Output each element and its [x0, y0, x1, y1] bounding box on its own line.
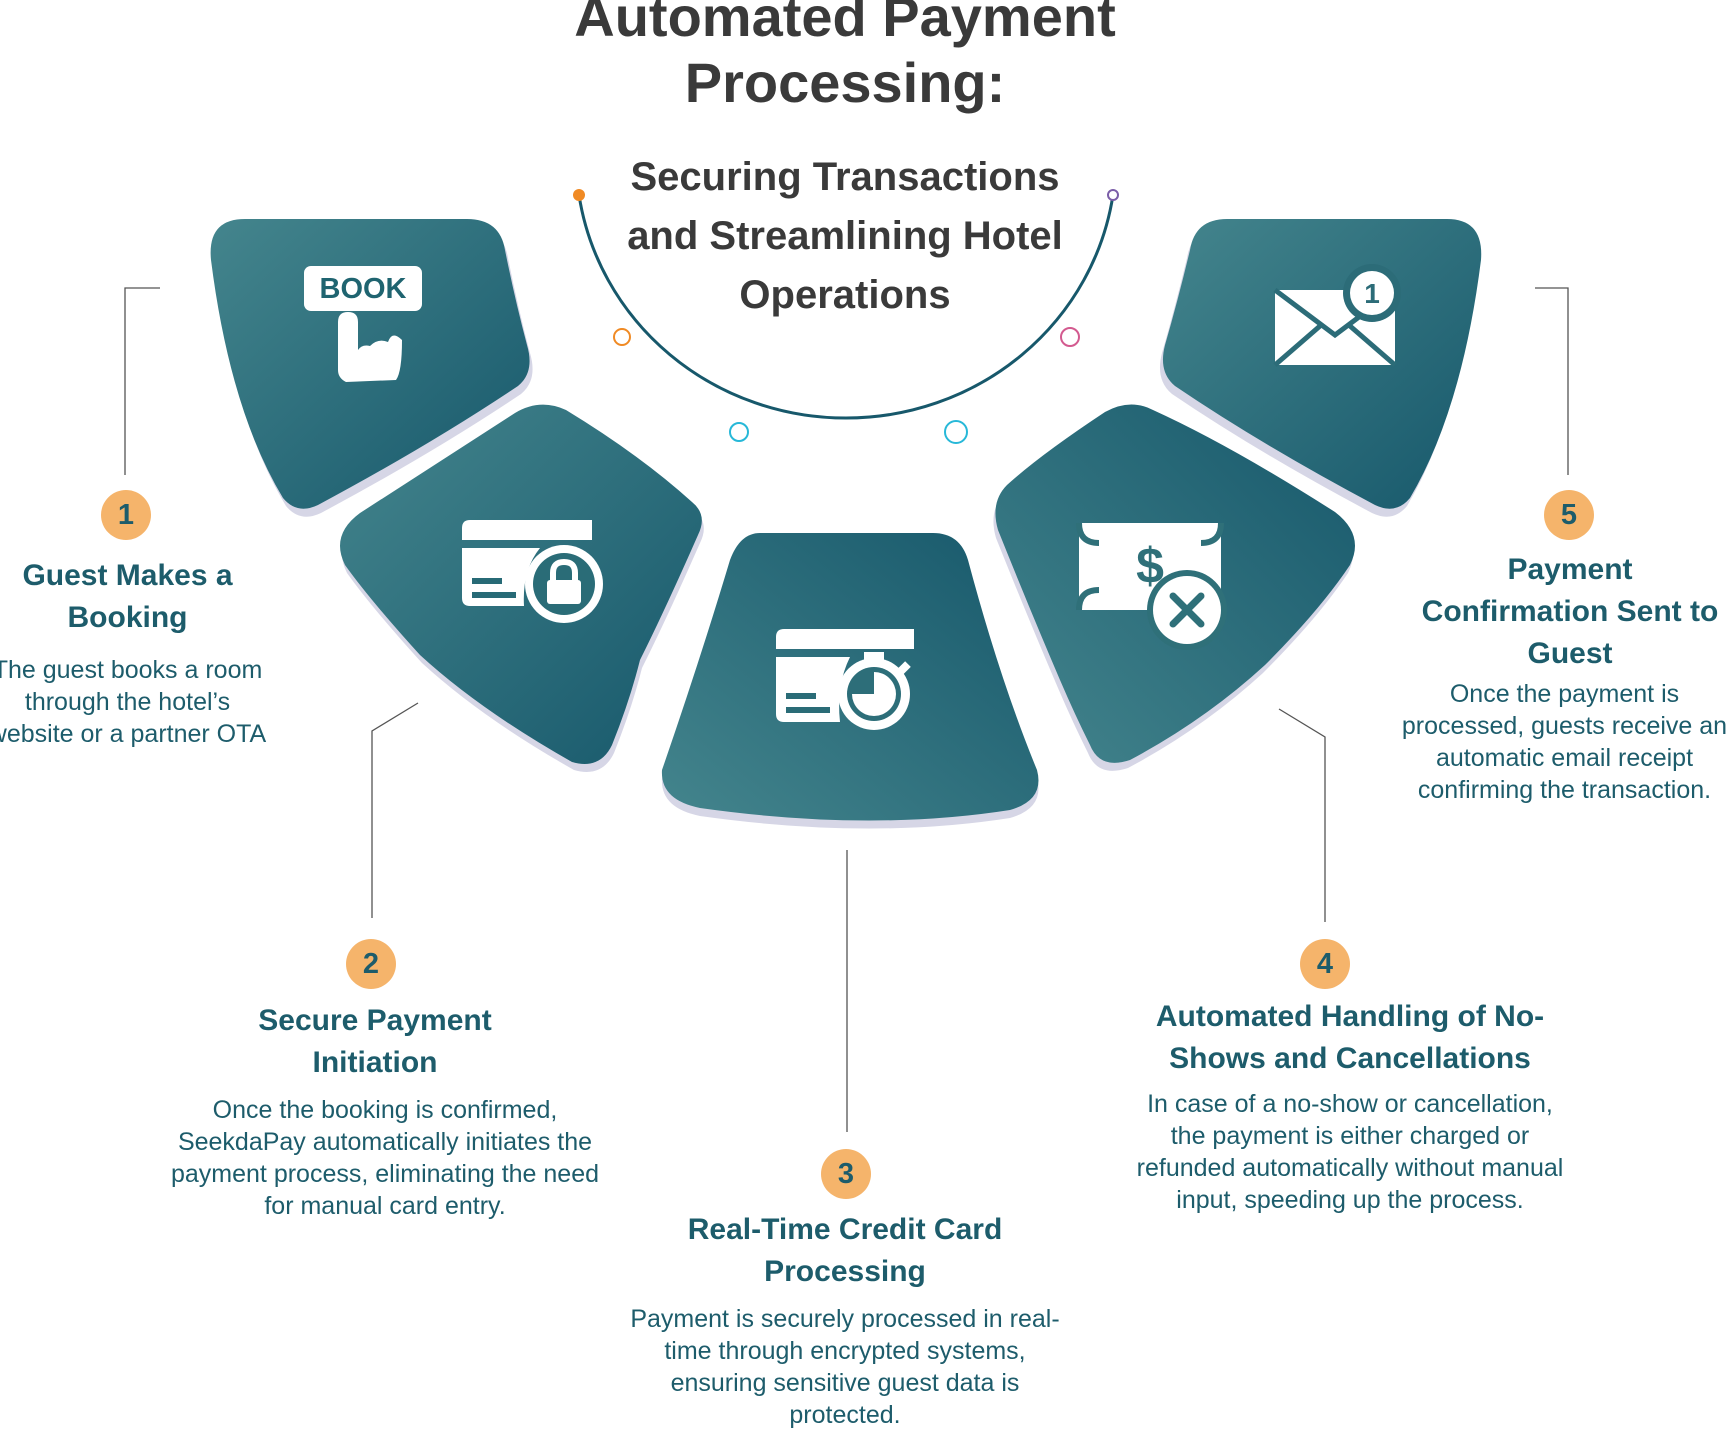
card-stopwatch-icon: [776, 629, 914, 730]
cash-cancel-icon: $: [1076, 522, 1227, 650]
step-title: Payment Confirmation Sent to Guest: [1421, 553, 1719, 670]
step-description: Once the payment is processed, guests re…: [1401, 680, 1728, 804]
arc-dot: [944, 420, 968, 444]
step-description: Payment is securely processed in real-ti…: [630, 1305, 1060, 1429]
notification-count: 1: [1364, 278, 1380, 309]
book-label: BOOK: [320, 273, 407, 305]
step-title: Guest Makes a Booking: [22, 559, 233, 634]
book-button-hand-icon: BOOK: [304, 266, 422, 382]
step-title: Automated Handling of No-Shows and Cance…: [1155, 1000, 1545, 1075]
step-number-badge: 3: [821, 1149, 871, 1199]
main-title: Automated Payment Processing:: [574, 0, 1116, 114]
step-number-badge: 1: [101, 490, 151, 540]
arc-dot: [1107, 189, 1119, 201]
connector-line-2: [371, 702, 419, 918]
step-number-badge: 2: [346, 939, 396, 989]
connector-line-1: [124, 287, 160, 475]
step-tile-2: [340, 404, 704, 772]
step-number-badge: 4: [1300, 939, 1350, 989]
step-description: In case of a no-show or cancellation, th…: [1136, 1090, 1564, 1214]
card-lock-icon: [462, 520, 603, 623]
step-title: Secure Payment Initiation: [258, 1004, 492, 1079]
step-tile-5: 1: [1159, 219, 1482, 517]
step-title: Real-Time Credit Card Processing: [687, 1213, 1003, 1288]
step-tile-3: [661, 533, 1039, 829]
arc-dot: [573, 189, 585, 201]
step-tile-1: BOOK: [210, 219, 533, 517]
arc-dot: [729, 422, 749, 442]
connector-line-5: [1535, 287, 1569, 475]
subtitle: Securing Transactions and Streamlining H…: [627, 155, 1063, 317]
arc-dot: [613, 328, 631, 346]
connector-line-4: [1278, 708, 1326, 922]
arc-dot: [1060, 327, 1080, 347]
email-notification-icon: 1: [1273, 264, 1401, 367]
step-tile-4: $: [993, 404, 1355, 771]
step-description: Once the booking is confirmed, SeekdaPay…: [170, 1096, 600, 1220]
step-description: The guest books a room through the hotel…: [0, 656, 267, 748]
center-arc: [577, 194, 1115, 420]
step-number-badge: 5: [1544, 490, 1594, 540]
